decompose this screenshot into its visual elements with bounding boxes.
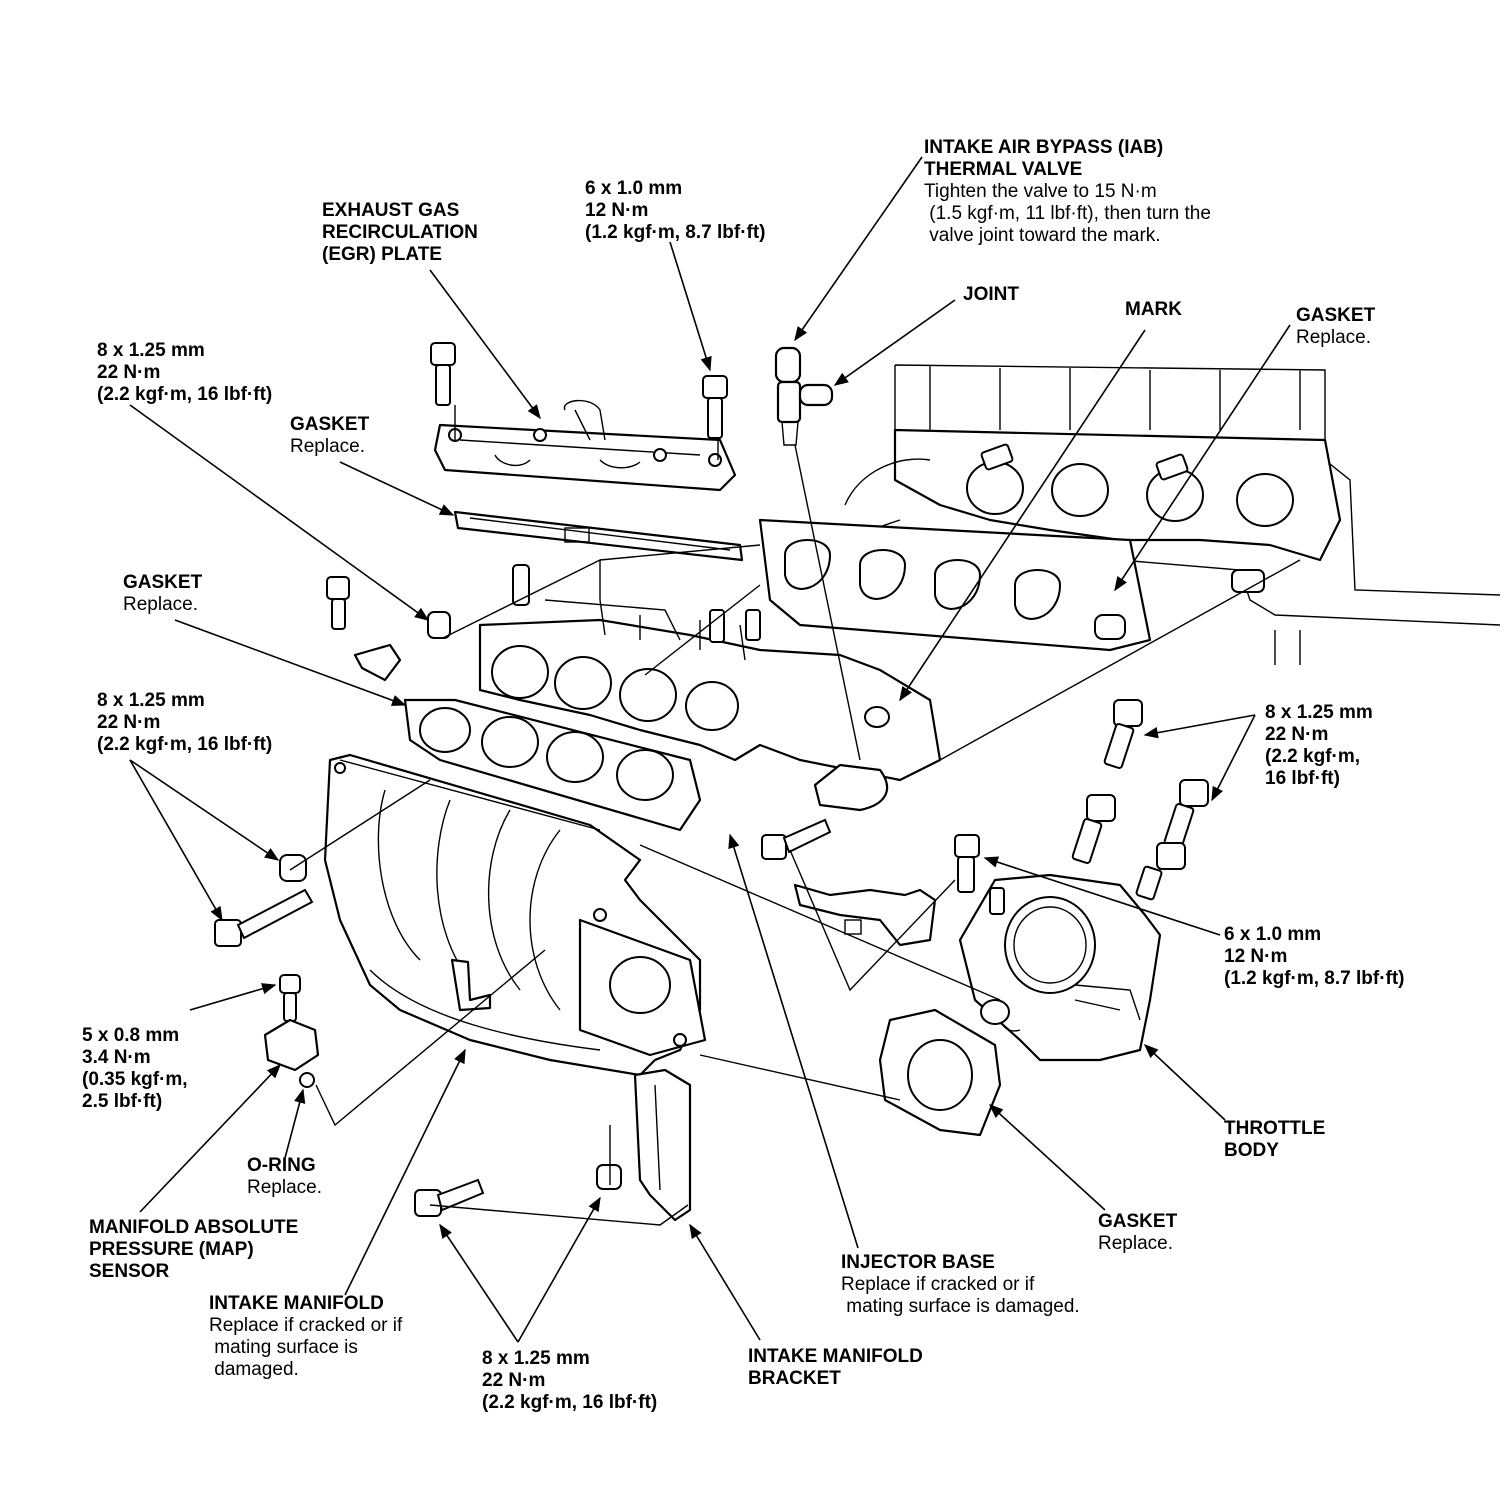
egr-bolts bbox=[430, 342, 728, 439]
intake-manifold bbox=[323, 753, 707, 1077]
egr-plate-label: EXHAUST GAS RECIRCULATION (EGR) PLATE bbox=[322, 200, 478, 265]
manifold-bolt-label: 8 x 1.25 mm 22 N·m (2.2 kgf·m, 16 lbf·ft… bbox=[97, 690, 273, 755]
throttle-bracket-bolts bbox=[761, 818, 980, 893]
map-bolt-label: 5 x 0.8 mm 3.4 N·m (0.35 kgf·m, 2.5 lbf·… bbox=[82, 1025, 188, 1112]
throttle-bolts-label: 8 x 1.25 mm 22 N·m (2.2 kgf·m, 16 lbf·ft… bbox=[1265, 702, 1373, 789]
egr-gasket bbox=[453, 510, 744, 562]
throttle-body-bolts bbox=[1071, 699, 1209, 901]
map-sensor bbox=[263, 974, 320, 1088]
manifold-bracket-label: INTAKE MANIFOLD BRACKET bbox=[748, 1346, 923, 1389]
injector-gasket bbox=[403, 698, 702, 832]
throttle-bracket-bolt-label: 6 x 1.0 mm 12 N·m (1.2 kgf·m, 8.7 lbf·ft… bbox=[1224, 924, 1405, 989]
map-sensor-label: MANIFOLD ABSOLUTE PRESSURE (MAP) SENSOR bbox=[89, 1217, 299, 1282]
manifold-bracket bbox=[414, 1068, 692, 1222]
manifold-nut-bolt bbox=[214, 854, 314, 947]
nut-and-clip bbox=[326, 576, 451, 682]
iab-thermal-valve bbox=[774, 346, 834, 446]
bracket-bolts-label: 8 x 1.25 mm 22 N·m (2.2 kgf·m, 16 lbf·ft… bbox=[482, 1348, 658, 1413]
throttle-gasket bbox=[878, 1008, 1002, 1137]
joint-label: JOINT bbox=[963, 284, 1019, 305]
alignment-lines bbox=[289, 405, 1301, 1226]
egr-plate bbox=[433, 399, 737, 492]
leader-lines bbox=[129, 156, 1291, 1343]
cylinder-head bbox=[839, 364, 1501, 665]
injector-base bbox=[478, 564, 942, 812]
throttle-body bbox=[958, 873, 1162, 1062]
throttle-bracket bbox=[793, 883, 937, 947]
top-nut-label: 8 x 1.25 mm 22 N·m (2.2 kgf·m, 16 lbf·ft… bbox=[97, 340, 273, 405]
egr-bolt-label: 6 x 1.0 mm 12 N·m (1.2 kgf·m, 8.7 lbf·ft… bbox=[585, 178, 766, 243]
head-gasket bbox=[758, 518, 1152, 652]
mark-label: MARK bbox=[1125, 299, 1182, 320]
throttle-body-label: THROTTLE BODY bbox=[1224, 1118, 1326, 1161]
